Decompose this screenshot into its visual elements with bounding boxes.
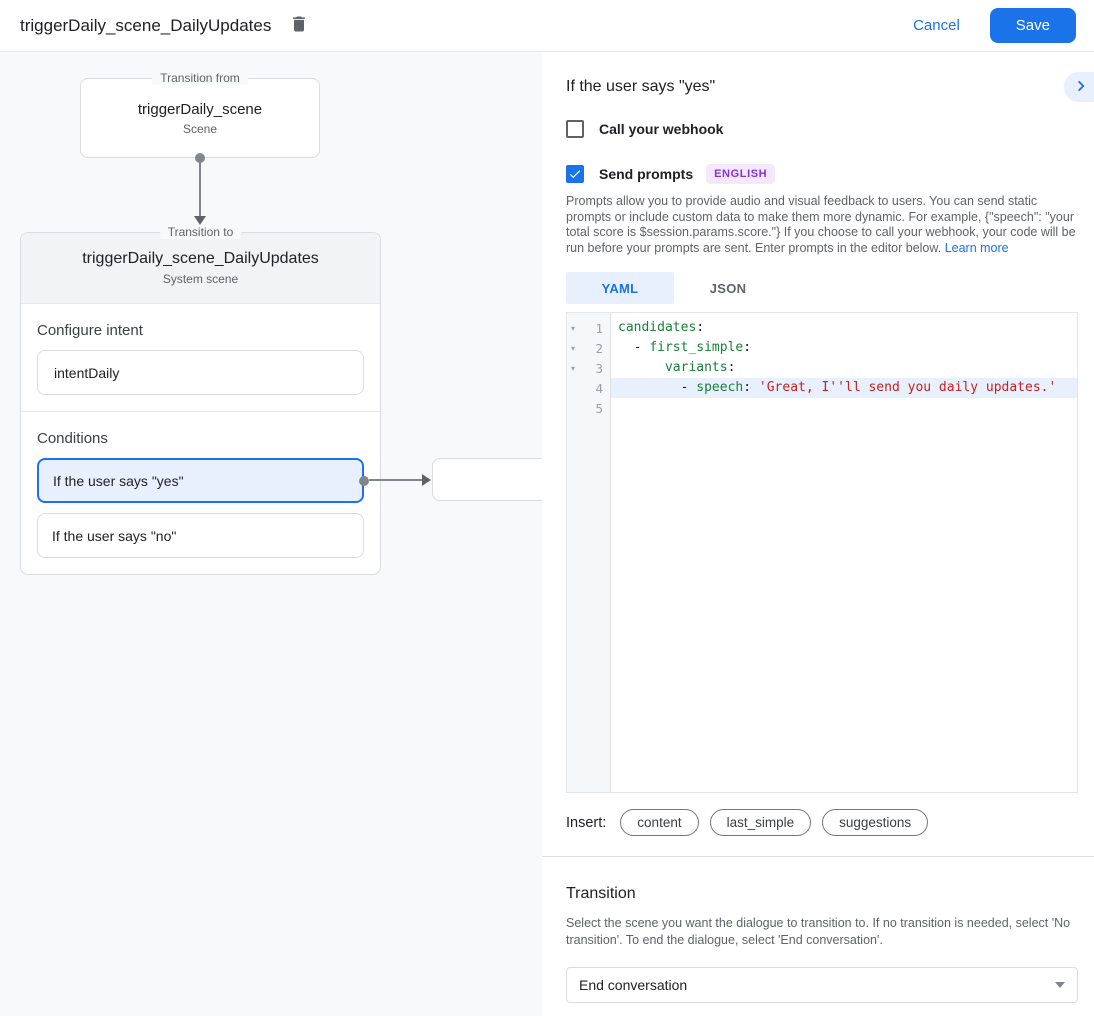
editor-format-tabs: YAML JSON [566,272,1078,304]
fold-arrow-icon[interactable]: ▾ [571,343,576,353]
to-node-title: triggerDaily_scene_DailyUpdates [82,250,319,267]
line-number: 5 [595,400,603,416]
transition-from-node[interactable]: Transition from triggerDaily_scene Scene [80,71,320,163]
scene-graph-canvas: Transition from triggerDaily_scene Scene… [0,52,542,1016]
next-node-stub[interactable] [432,458,542,501]
delete-scene-button[interactable] [289,14,309,37]
top-bar-left: triggerDaily_scene_DailyUpdates [20,14,309,37]
language-badge: ENGLISH [706,164,776,184]
learn-more-link[interactable]: Learn more [944,240,1009,255]
code-line[interactable] [611,398,1077,418]
transition-description: Select the scene you want the dialogue t… [566,916,1071,947]
cancel-button[interactable]: Cancel [913,17,960,34]
conditions-label: Conditions [37,430,108,447]
section-divider [21,411,380,412]
prompts-description: Prompts allow you to provide audio and v… [566,194,1078,256]
condition-detail-panel: If the user says "yes" Call your webhook… [542,52,1094,1016]
arrow-down-icon [194,216,206,225]
collapse-panel-button[interactable] [1064,72,1094,102]
top-bar: triggerDaily_scene_DailyUpdates Cancel S… [0,0,1094,52]
to-node-header: triggerDaily_scene_DailyUpdates System s… [21,233,380,304]
editor-gutter: ▾ 1 ▾ 2 ▾ 3 4 5 [567,313,611,792]
call-webhook-label: Call your webhook [599,121,724,137]
line-number: 3 [595,360,603,376]
prompts-description-text: Prompts allow you to provide audio and v… [566,194,1076,255]
from-node-subtitle: Scene [182,121,218,136]
to-node-subtitle: System scene [162,272,239,286]
tab-json[interactable]: JSON [709,280,747,296]
intent-field[interactable]: intentDaily [37,350,364,395]
send-prompts-checkbox[interactable] [566,165,584,183]
trash-icon [289,14,309,37]
insert-chip-content[interactable]: content [620,809,699,836]
intent-field-value: intentDaily [54,364,120,381]
transition-section-title: Transition [566,885,636,902]
chevron-right-icon [1072,77,1090,98]
fold-arrow-icon[interactable]: ▾ [571,323,576,333]
insert-chip-suggestions[interactable]: suggestions [822,809,929,836]
configure-intent-section: Configure intent intentDaily [21,304,380,411]
flow-arrow-vertical [199,160,201,216]
line-number: 1 [595,320,603,336]
condition-card[interactable]: If the user says "no" [37,513,364,558]
transition-to-legend: Transition to [159,225,242,239]
panel-divider [542,856,1094,857]
arrow-right-icon [422,474,431,486]
page-title: triggerDaily_scene_DailyUpdates [20,15,272,35]
webhook-row: Call your webhook [566,120,1078,138]
flow-arrow-horizontal [369,479,423,481]
code-line[interactable]: candidates: [618,320,705,335]
insert-chip-last_simple[interactable]: last_simple [709,809,812,836]
transition-select-value: End conversation [579,977,688,993]
send-prompts-label: Send prompts [599,166,694,182]
top-bar-actions: Cancel Save [913,8,1076,43]
condition-card-label: If the user says "no" [52,527,177,544]
code-line[interactable]: variants: [664,360,736,375]
line-number: 2 [595,340,603,356]
conditions-section: Conditions If the user says "yes"If the … [21,412,380,574]
send-prompts-row: Send prompts ENGLISH [566,164,1078,184]
insert-row: Insert: content last_simple suggestions [566,809,1078,836]
save-button[interactable]: Save [989,8,1076,43]
transition-from-legend: Transition from [152,71,248,85]
fold-arrow-icon[interactable]: ▾ [571,363,576,373]
insert-label: Insert: [566,814,607,831]
panel-title: If the user says "yes" [566,78,716,95]
editor-code[interactable]: candidates: - first_simple: variants: - … [611,313,1077,792]
from-node-title: triggerDaily_scene [137,100,263,118]
condition-card-label: If the user says "yes" [53,472,184,489]
dropdown-caret-icon [1055,982,1065,988]
tab-yaml[interactable]: YAML [566,272,674,304]
configure-intent-label: Configure intent [37,322,143,339]
condition-card[interactable]: If the user says "yes" [37,458,369,503]
transition-select[interactable]: End conversation [566,967,1078,1003]
call-webhook-checkbox[interactable] [566,120,584,138]
code-line[interactable]: - speech: 'Great, I''ll send you daily u… [611,378,1077,398]
prompt-code-editor[interactable]: ▾ 1 ▾ 2 ▾ 3 4 5 candidates: - first_simple: var… [566,312,1078,793]
code-line[interactable]: - first_simple: [618,340,752,355]
transition-to-node: Transition to triggerDaily_scene_DailyUp… [20,225,381,575]
conditions-list: If the user says "yes" If the user says "… [37,458,369,558]
insert-chips: content last_simple suggestions [620,809,929,836]
line-number: 4 [595,380,603,396]
